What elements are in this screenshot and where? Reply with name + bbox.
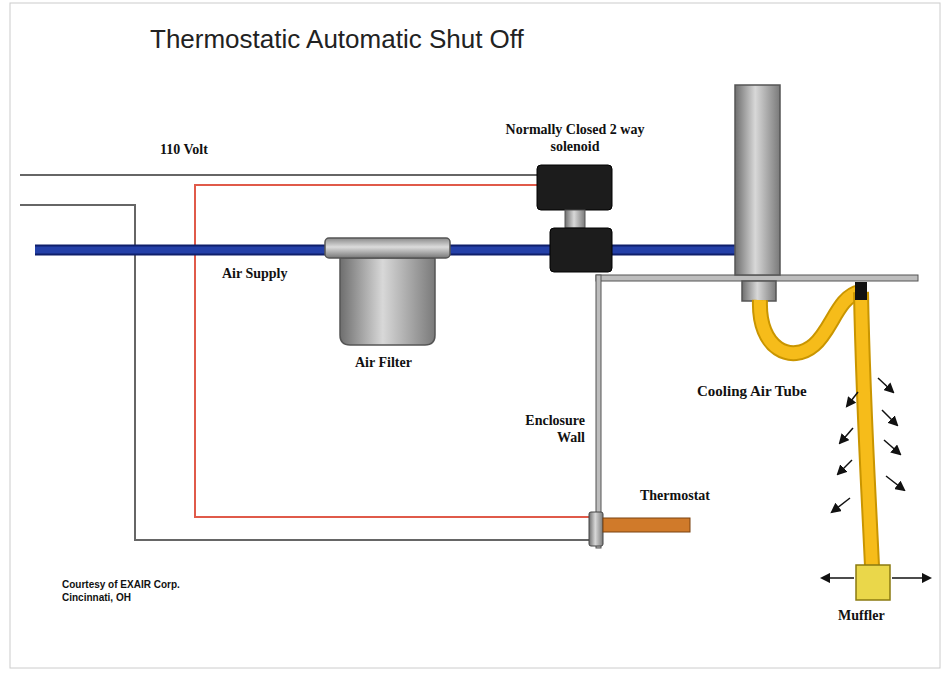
valve-body xyxy=(550,228,612,272)
solenoid-coil xyxy=(537,165,612,210)
power-wire xyxy=(20,174,537,176)
part-label: Muffler xyxy=(838,608,928,625)
part-label: Thermostat xyxy=(640,488,750,505)
signal-wire xyxy=(195,185,590,517)
credit-note: Courtesy of EXAIR Corp. Cincinnati, OH xyxy=(62,578,212,604)
vortex-tube xyxy=(735,85,780,275)
part-label: Cooling Air Tube xyxy=(697,382,837,400)
frame xyxy=(10,3,940,668)
diagram-title: Thermostatic Automatic Shut Off xyxy=(150,24,524,55)
cooling-hose xyxy=(760,292,860,353)
cooling-hose xyxy=(760,292,860,353)
part-label: Air Supply xyxy=(222,266,332,283)
thermostat-base xyxy=(589,512,603,546)
solenoid-stem xyxy=(565,210,585,228)
part-label: Air Filter xyxy=(355,355,465,372)
airflow-arrows xyxy=(822,378,930,578)
thermostat-probe xyxy=(603,518,690,532)
enclosure-wall xyxy=(596,275,601,548)
filter-bowl xyxy=(340,258,435,345)
filter-head xyxy=(325,238,450,258)
hose-clamp xyxy=(855,282,867,300)
tube-fitting xyxy=(742,281,776,301)
voltage-label: 110 Volt xyxy=(160,142,280,159)
part-label: Normally Closed 2 way solenoid xyxy=(487,122,663,156)
cooling-hose xyxy=(861,292,872,566)
part-label: Enclosure Wall xyxy=(495,413,585,447)
enclosure-top xyxy=(596,275,918,281)
cooling-hose xyxy=(861,292,872,566)
muffler-body xyxy=(856,565,890,600)
